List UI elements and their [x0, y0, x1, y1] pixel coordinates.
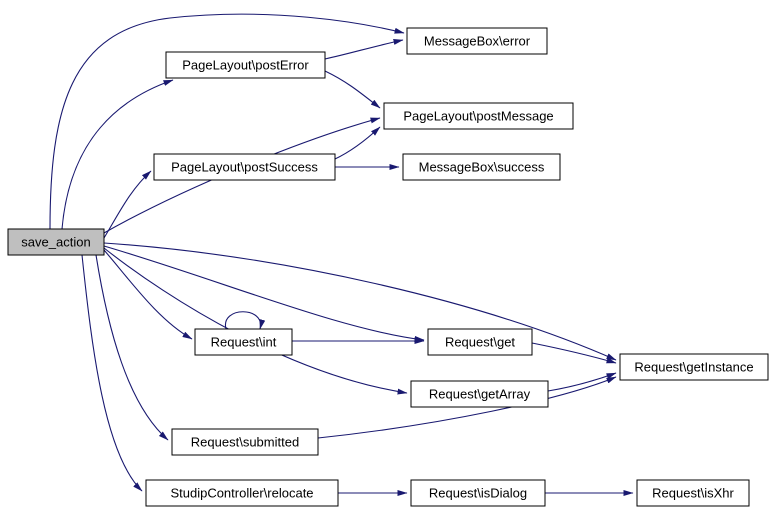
node-getArray[interactable]: Request\getArray	[410, 380, 549, 408]
node-label-isDialog: Request\isDialog	[429, 486, 527, 501]
node-msg_error[interactable]: MessageBox\error	[406, 27, 548, 55]
node-box-getArray[interactable]	[410, 380, 549, 408]
node-label-req_get: Request\get	[445, 335, 515, 350]
node-box-submitted[interactable]	[171, 428, 319, 456]
node-req_int[interactable]: Request\int	[194, 328, 293, 356]
node-label-postSuccess: PageLayout\postSuccess	[171, 160, 318, 175]
node-label-msg_success: MessageBox\success	[419, 160, 545, 175]
node-postMessage[interactable]: PageLayout\postMessage	[383, 102, 574, 130]
node-box-relocate[interactable]	[145, 479, 339, 507]
edge-req_get-to-getInstance	[531, 342, 617, 364]
node-save_action: save_action	[7, 228, 105, 256]
node-submitted[interactable]: Request\submitted	[171, 428, 319, 456]
edge-save_action-to-postSuccess	[103, 170, 152, 239]
edge-save_action-to-getArray	[103, 247, 408, 395]
node-box-isXhr[interactable]	[636, 479, 750, 507]
node-label-relocate: StudipController\relocate	[170, 486, 313, 501]
node-isXhr[interactable]: Request\isXhr	[636, 479, 750, 507]
node-isDialog[interactable]: Request\isDialog	[410, 479, 546, 507]
node-label-isXhr: Request\isXhr	[652, 486, 734, 501]
node-box-postSuccess[interactable]	[153, 153, 336, 181]
node-box-msg_error[interactable]	[406, 27, 548, 55]
node-label-submitted: Request\submitted	[191, 435, 299, 450]
node-msg_success[interactable]: MessageBox\success	[402, 153, 561, 181]
edge-save_action-to-req_get	[103, 245, 425, 342]
node-label-req_int: Request\int	[211, 335, 277, 350]
node-getInstance[interactable]: Request\getInstance	[619, 353, 769, 381]
edge-save_action-to-req_int	[103, 249, 193, 340]
edge-submitted-to-getInstance	[317, 376, 617, 439]
node-relocate[interactable]: StudipController\relocate	[145, 479, 339, 507]
edge-save_action-to-postError	[61, 79, 174, 230]
edge-postSuccess-to-postMessage	[334, 126, 381, 160]
node-label-msg_error: MessageBox\error	[424, 34, 531, 49]
node-box-save_action	[7, 228, 105, 256]
edge-postError-to-msg_error	[324, 39, 404, 60]
node-box-req_int[interactable]	[194, 328, 293, 356]
edge-save_action-to-submitted	[95, 254, 169, 441]
node-label-postError: PageLayout\postError	[182, 58, 309, 73]
node-postSuccess[interactable]: PageLayout\postSuccess	[153, 153, 336, 181]
node-box-postMessage[interactable]	[383, 102, 574, 130]
edge-getArray-to-getInstance	[547, 372, 617, 392]
node-box-isDialog[interactable]	[410, 479, 546, 507]
edge-save_action-to-msg_error	[49, 13, 405, 230]
node-label-getArray: Request\getArray	[429, 387, 531, 402]
node-box-getInstance[interactable]	[619, 353, 769, 381]
node-box-postError[interactable]	[165, 51, 326, 79]
node-label-postMessage: PageLayout\postMessage	[403, 109, 553, 124]
node-label-save_action: save_action	[21, 235, 90, 250]
edge-req_int-to-req_int	[225, 311, 266, 330]
node-req_get[interactable]: Request\get	[427, 328, 533, 356]
node-postError[interactable]: PageLayout\postError	[165, 51, 326, 79]
edge-save_action-to-getInstance	[103, 242, 617, 361]
edge-save_action-to-relocate	[81, 254, 143, 492]
node-label-getInstance: Request\getInstance	[634, 360, 753, 375]
node-box-msg_success[interactable]	[402, 153, 561, 181]
edge-postError-to-postMessage	[324, 70, 381, 109]
node-box-req_get[interactable]	[427, 328, 533, 356]
